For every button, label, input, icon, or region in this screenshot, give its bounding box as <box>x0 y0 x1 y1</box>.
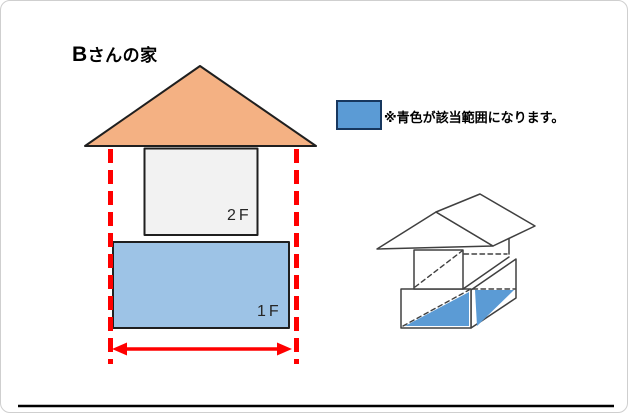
iso-highlight-side-triangle <box>475 290 514 326</box>
iso-hidden-edges <box>402 250 516 327</box>
front-house-group <box>84 65 317 329</box>
iso-floor2-back-bottom-edge <box>462 256 510 290</box>
width-arrowhead-right <box>277 342 292 356</box>
iso-roof-right-face <box>435 193 536 247</box>
legend-swatch <box>336 100 382 130</box>
width-arrowhead-left <box>112 342 127 356</box>
floor1-rect <box>112 241 290 329</box>
iso-floor2-hidden-diagonal <box>414 250 463 288</box>
floor1-label: 1F <box>257 303 282 320</box>
floor2-label: 2F <box>227 207 252 224</box>
iso-highlight-front-triangle <box>405 292 469 326</box>
iso-floor1-hidden-diagonal <box>402 289 470 327</box>
page-title-suffix: さんの家 <box>87 46 158 65</box>
iso-house-group <box>376 193 536 329</box>
page-title: Bさんの家 <box>72 41 158 67</box>
page-title-prefix: B <box>72 43 88 66</box>
roof-triangle <box>84 65 317 147</box>
measure-guides-group <box>108 149 299 364</box>
legend-note: ※青色が該当範囲になります。 <box>384 110 565 125</box>
floor2-rect <box>143 147 259 236</box>
